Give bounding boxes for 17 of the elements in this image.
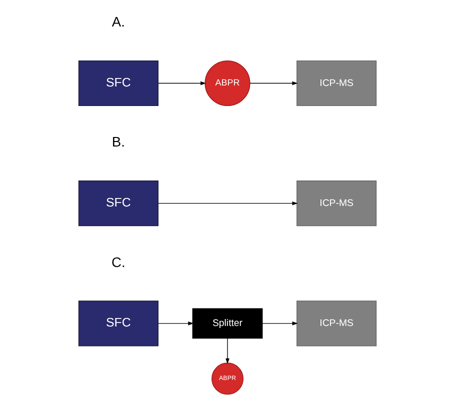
node-box: Splitter <box>192 308 263 339</box>
arrow <box>158 201 298 206</box>
label: A. <box>112 14 125 30</box>
node-circle: ABPR <box>204 60 250 106</box>
arrow <box>158 81 206 86</box>
arrow <box>158 322 194 326</box>
node-box: ICP-MS <box>296 180 377 226</box>
node-box: SFC <box>78 300 158 346</box>
label: C. <box>112 254 126 270</box>
arrow <box>226 338 230 364</box>
arrow <box>262 322 298 326</box>
arrow <box>250 81 298 86</box>
label: B. <box>112 134 125 150</box>
node-box: SFC <box>78 60 158 106</box>
node-box: SFC <box>78 180 158 226</box>
node-box: ICP-MS <box>296 300 377 346</box>
node-box: ICP-MS <box>296 60 377 106</box>
